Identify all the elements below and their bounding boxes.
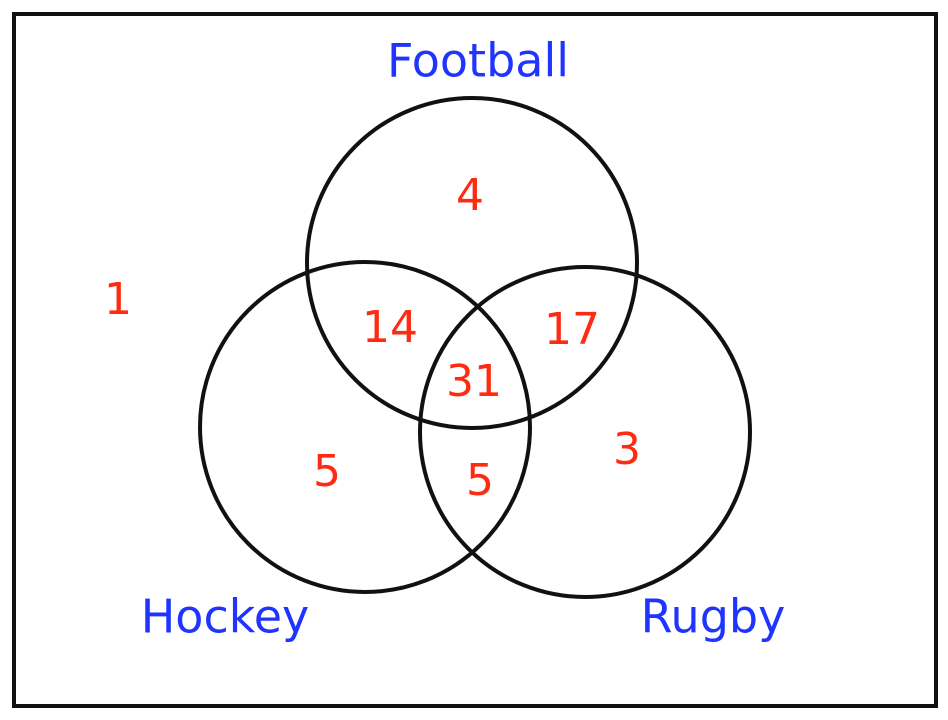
outside-count: 1 — [104, 274, 132, 325]
rugby-circle — [418, 265, 752, 599]
hockey-label: Hockey — [141, 590, 310, 644]
hockey-circle — [198, 260, 532, 594]
rugby-only-count: 3 — [613, 424, 641, 475]
all-three-count: 31 — [446, 356, 502, 407]
football-circle — [305, 96, 639, 430]
football-hockey-count: 14 — [362, 302, 418, 353]
football-label: Football — [387, 34, 569, 88]
rugby-label: Rugby — [641, 590, 786, 644]
universal-set-frame — [12, 12, 938, 708]
football-only-count: 4 — [456, 170, 484, 221]
football-rugby-count: 17 — [544, 304, 600, 355]
hockey-rugby-count: 5 — [466, 455, 494, 506]
hockey-only-count: 5 — [313, 446, 341, 497]
